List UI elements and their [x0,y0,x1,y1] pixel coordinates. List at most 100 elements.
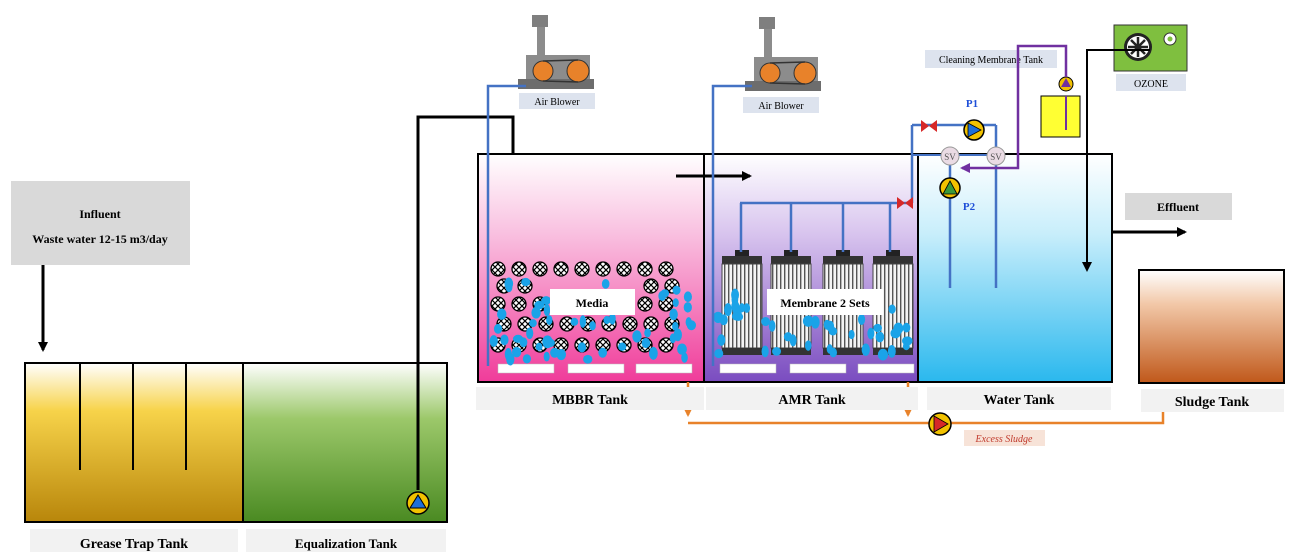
air-bubble [719,314,728,326]
air-bubble [598,347,608,358]
media-carrier [643,278,659,294]
ozone-generator[interactable]: OZONE [1113,24,1188,91]
air-bubble [579,315,587,328]
dosing-pump-icon[interactable] [1058,76,1074,92]
air-bubble [512,334,524,343]
media-carrier [643,316,659,332]
tank-label-sludge: Sludge Tank [1141,389,1284,412]
air-bubble [802,315,814,327]
diffusers [497,363,915,374]
pump-p1-label: P1 [966,98,978,110]
air-bubble [857,313,866,326]
tank-label-mbbr: MBBR Tank [476,387,704,410]
air-bubble [531,306,541,319]
sludge-tank [1138,269,1285,384]
sv-valve-1[interactable]: SV [940,146,960,166]
influent-title: Influent [79,207,120,221]
air-bubble [541,296,551,305]
grease-trap-tank [25,363,243,522]
membrane-label: Membrane 2 Sets [780,296,870,310]
pump-p2-label: P2 [963,201,976,213]
excess-sludge-box: Excess Sludge [964,430,1045,446]
tank-label-mbbr-text: MBBR Tank [552,393,628,408]
air-blower-1-label: Air Blower [534,97,580,108]
effluent-label: Effluent [1157,200,1199,214]
air-bubble [867,327,875,340]
mbbr-bubbles [489,277,697,366]
membrane-top [873,256,913,264]
tank-label-equalization-text: Equalization Tank [295,536,398,551]
equalization-pump-icon[interactable] [406,491,430,515]
air-bubble [506,353,515,366]
air-bubble [542,335,553,349]
air-bubble [550,347,560,358]
media-carrier [511,296,527,312]
air-bubble [505,282,513,293]
membrane-top [771,256,811,264]
air-bubble [489,335,498,347]
media-carrier [637,261,653,277]
tank-label-water-text: Water Tank [984,393,1055,408]
air-bubble [848,329,855,340]
air-bubble [888,304,896,314]
air-bubble [768,320,776,332]
air-blower-2-label: Air Blower [758,101,804,112]
sv-valve-2[interactable]: SV [986,146,1006,166]
membrane-top [722,256,762,264]
air-bubble [493,323,503,334]
excess-sludge-label: Excess Sludge [975,434,1033,445]
front-tanks-outline [24,362,448,523]
air-bubble [641,337,651,349]
air-bubble [731,288,740,302]
tank-label-grease-text: Grease Trap Tank [80,537,188,552]
air-bubble [589,321,596,331]
sv-valve-2-label: SV [990,152,1002,162]
membrane-cap [735,250,749,256]
air-bubble [877,348,889,361]
media-carrier [595,261,611,277]
effluent-box: Effluent [1125,193,1232,220]
influent-flow: Waste water 12-15 m3/day [32,232,167,246]
air-bubble [522,354,532,364]
media-carrier [622,316,638,332]
air-bubble [761,345,769,358]
air-blower-2[interactable]: Air Blower [743,17,821,113]
air-bubble [731,312,740,321]
air-bubble [632,330,642,343]
air-bubble [826,344,833,354]
cleaning-line [960,44,1068,173]
air-bubble [811,315,820,329]
air-bubble [535,342,543,351]
air-bubble [685,317,692,328]
media-carrier [637,296,653,312]
air-bubble [714,348,724,359]
pump-p2-icon[interactable] [939,177,961,199]
influent-box: Influent Waste water 12-15 m3/day [11,181,190,265]
sludge-pump-icon[interactable] [928,412,952,436]
air-bubble [570,317,579,326]
valve-icon-2[interactable] [897,197,913,209]
air-bubble [543,351,550,362]
air-bubble [583,354,593,364]
media-carrier [553,261,569,277]
air-blower-1[interactable]: Air Blower [518,15,595,109]
tank-label-amr-text: AMR Tank [778,393,846,408]
air-bubble [902,336,913,346]
air-bubble [683,291,692,303]
membrane-cap [784,250,798,256]
air-bubble [512,346,522,358]
air-bubble [609,312,616,325]
pump-p1-icon[interactable] [963,119,985,141]
air-bubble [658,290,667,301]
air-bubble [875,331,885,343]
air-bubble [669,308,678,321]
air-bubble [529,319,537,328]
air-bubble [826,320,835,332]
tank-label-water: Water Tank [927,387,1111,410]
air-bubble [873,323,882,333]
air-bubble [672,285,681,295]
amr-bubbles [713,288,913,361]
membrane-top [823,256,863,264]
valve-icon[interactable] [921,120,937,132]
